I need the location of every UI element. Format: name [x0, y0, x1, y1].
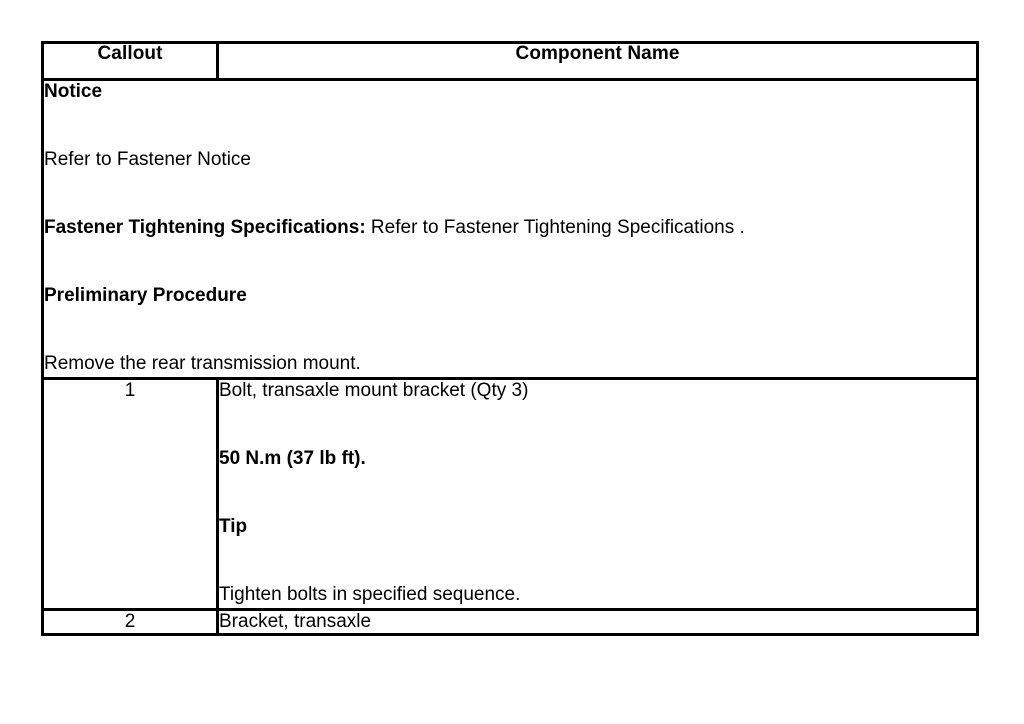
table-row: 1 Bolt, transaxle mount bracket (Qty 3) … [41, 377, 979, 611]
table-row: 2 Bracket, transaxle [41, 608, 979, 636]
column-header-component-name: Component Name [216, 41, 979, 81]
component-detail-cell: Bracket, transaxle [216, 608, 979, 636]
detail-line-bold: 50 N.m (37 lb ft). [219, 448, 366, 469]
column-header-callout: Callout [41, 41, 219, 81]
notice-line: Remove the rear transmission mount. [44, 353, 976, 377]
notice-line-regular: Refer to Fastener Notice [44, 149, 251, 170]
detail-line-bold: Tip [219, 516, 248, 537]
notice-line-regular: Remove the rear transmission mount. [44, 353, 361, 374]
notice-line-regular: Refer to Fastener Tightening Specificati… [365, 217, 745, 238]
notice-line: Preliminary Procedure [44, 285, 976, 353]
component-detail-cell: Bolt, transaxle mount bracket (Qty 3) 50… [216, 377, 979, 611]
detail-line: Tighten bolts in specified sequence. [219, 584, 976, 608]
table-header: Callout Component Name [41, 41, 979, 81]
notice-line: Fastener Tightening Specifications: Refe… [44, 217, 976, 285]
notice-line: Notice [44, 81, 976, 149]
notice-block-cell: Notice Refer to Fastener Notice Fastener… [41, 78, 979, 380]
detail-line: 50 N.m (37 lb ft). [219, 448, 976, 516]
callout-number: 1 [41, 377, 219, 611]
notice-line-bold: Preliminary Procedure [44, 285, 247, 306]
table-header-row: Callout Component Name [41, 41, 979, 81]
detail-line-regular: Bolt, transaxle mount bracket (Qty 3) [219, 380, 529, 401]
detail-line: Tip [219, 516, 976, 584]
table-row-notice-block: Notice Refer to Fastener Notice Fastener… [41, 78, 979, 380]
detail-line-regular: Bracket, transaxle [219, 611, 372, 632]
detail-line-regular: Tighten bolts in specified sequence. [219, 584, 521, 605]
notice-line: Refer to Fastener Notice [44, 149, 976, 217]
callout-number: 2 [41, 608, 219, 636]
component-callout-table: Callout Component Name Notice Refer to F… [41, 41, 979, 636]
detail-line: Bolt, transaxle mount bracket (Qty 3) [219, 380, 976, 448]
notice-line-bold: Notice [44, 81, 103, 102]
table-body: Notice Refer to Fastener Notice Fastener… [41, 78, 979, 636]
notice-line-bold: Fastener Tightening Specifications: [44, 217, 366, 238]
